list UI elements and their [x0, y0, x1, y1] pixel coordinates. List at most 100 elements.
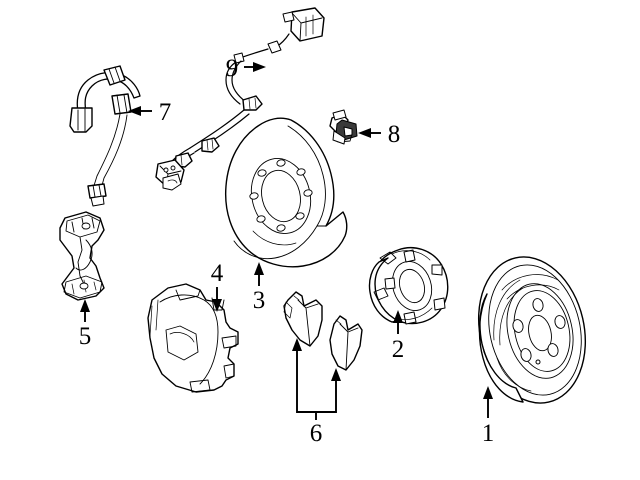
harness-clip-1-lines	[248, 97, 257, 110]
part-brake-pad-set[interactable]	[283, 291, 363, 371]
callout-3: 3	[253, 262, 266, 314]
rotor-lug-hole-4	[520, 348, 532, 362]
callout-3-arrowhead	[254, 262, 264, 275]
harness-connector-edges	[291, 12, 323, 42]
sensor-connector-window	[343, 126, 353, 137]
caliper-top-lug	[211, 297, 225, 311]
shield-bolt-hole-4	[295, 212, 305, 220]
rotor-alignment-pin-hole	[535, 359, 541, 365]
bracket-top-ear	[65, 214, 101, 238]
rotor-top-arc-2	[506, 284, 560, 300]
caliper-piston-recess	[165, 325, 199, 361]
harness-clip-2-lines	[206, 138, 214, 151]
shield-bolt-hole-3	[303, 189, 313, 197]
harness-inline-grommet	[267, 40, 282, 54]
rotor-lug-hole-5	[512, 319, 524, 333]
harness-wire-curve-2	[231, 60, 247, 103]
hub-stud-3	[433, 297, 446, 311]
hose-lower-tip	[90, 195, 105, 207]
harness-clip-2	[201, 137, 220, 153]
shield-bolt-hole-5	[276, 224, 286, 232]
bracket-bolt-hole-lower	[79, 282, 89, 290]
callout-7-arrowhead	[128, 106, 141, 116]
part-abs-wheel-speed-sensor[interactable]	[329, 109, 358, 145]
sensor-foot	[332, 130, 346, 145]
bracket-center-spine	[77, 236, 87, 289]
callout-2-arrowhead	[393, 310, 403, 323]
shield-lower-arc	[252, 230, 297, 246]
hub-wheel-studs	[384, 249, 446, 325]
callout-9-arrowhead	[253, 62, 266, 72]
part-brake-hydraulic-hose[interactable]	[69, 65, 141, 207]
rotor-center-bore	[528, 314, 552, 352]
harness-connector-stub	[282, 11, 295, 23]
rotor-left-arc-2	[499, 287, 524, 346]
harness-wire-diag-a	[189, 109, 245, 149]
bracket-bottom-pad	[63, 275, 103, 299]
rotor-lower-arc	[496, 357, 532, 392]
shield-bolt-hole-2	[296, 168, 306, 176]
sensor-stem	[332, 109, 347, 121]
part-wheel-hub-bearing-assembly[interactable]	[368, 246, 449, 325]
hub-stud-2	[431, 264, 443, 276]
hub-stud-5	[384, 277, 396, 290]
caliper-bottom-lug	[189, 379, 211, 393]
part-brake-rotor-disc[interactable]	[465, 246, 600, 414]
harness-connector-ribs	[305, 14, 314, 37]
shield-hub-opening-outer	[250, 158, 312, 234]
rotor-rim-line-1	[488, 264, 582, 396]
callout-3-label: 3	[253, 287, 266, 314]
hub-stud-1	[403, 249, 416, 263]
callout-8: 8	[358, 121, 400, 148]
brake-pad-inner-clip	[335, 319, 342, 325]
callout-8-arrowhead	[358, 128, 371, 138]
caliper-main-body	[147, 283, 239, 393]
hose-left-fitting	[69, 107, 93, 133]
callout-5-arrowhead	[80, 299, 90, 312]
hub-ear-upper	[379, 251, 397, 265]
hose-left-fitting-lines	[77, 108, 86, 132]
rotor-top-arc-1	[501, 274, 559, 291]
callout-4-label: 4	[211, 260, 224, 287]
callout-5-label: 5	[79, 323, 92, 350]
shield-bolt-hole-6	[256, 215, 266, 223]
callout-4-arrowhead	[212, 299, 222, 312]
part-abs-sensor-wiring-harness[interactable]	[155, 7, 325, 191]
callout-1-arrowhead	[483, 386, 493, 399]
hose-right-collar-lines	[116, 94, 128, 114]
harness-grommet-2	[233, 52, 245, 64]
rotor-hat-inner	[513, 290, 571, 372]
callout-9: 9	[226, 55, 266, 82]
callout-2: 2	[392, 310, 405, 363]
shield-bolt-hole-7	[249, 192, 259, 200]
bracket-waist-curve	[75, 239, 93, 271]
harness-bracket-detail	[167, 179, 178, 184]
callout-4: 4	[211, 260, 224, 312]
part-brake-backing-splash-shield[interactable]	[224, 117, 348, 268]
hose-lower-collar	[87, 183, 107, 199]
callout-6-arrowhead-outer	[292, 338, 302, 351]
caliper-side-edge-lines	[149, 299, 159, 337]
part-brake-caliper-body[interactable]	[147, 283, 239, 393]
callout-7-label: 7	[159, 99, 172, 126]
callout-7: 7	[128, 99, 171, 126]
callout-2-label: 2	[392, 336, 405, 363]
callout-1-label: 1	[482, 420, 495, 447]
harness-end-bracket-lower	[162, 173, 182, 191]
rotor-edge-thickness	[478, 293, 524, 403]
bracket-bolt-hole-upper	[81, 222, 91, 230]
harness-clip-1	[242, 95, 263, 111]
hose-lower-tube-left	[91, 113, 121, 193]
hose-lower-collar-lines	[92, 184, 102, 198]
harness-connector-body	[290, 7, 325, 42]
hose-mid-collar-lines	[108, 66, 121, 84]
part-brake-caliper-mounting-bracket[interactable]	[59, 211, 105, 301]
harness-clip-3-lines	[180, 154, 183, 166]
brake-pad-outer-tab	[283, 301, 293, 319]
callout-6: 6	[292, 338, 341, 447]
brake-pad-inner-edges	[339, 323, 359, 371]
harness-bracket-hole-1	[163, 167, 169, 173]
caliper-top-boss	[175, 289, 201, 301]
